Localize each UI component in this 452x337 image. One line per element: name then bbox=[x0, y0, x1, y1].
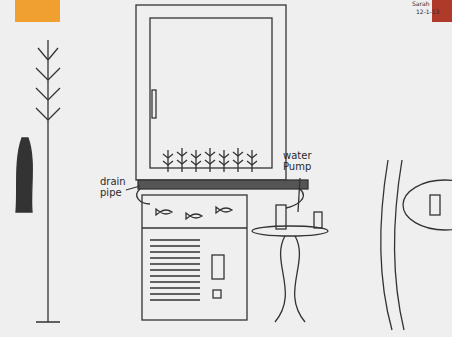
plant-row bbox=[163, 148, 257, 172]
cup bbox=[314, 212, 322, 228]
table-legs bbox=[275, 236, 305, 322]
drain-pipe bbox=[138, 180, 308, 189]
header-band bbox=[15, 0, 60, 22]
rack-branches bbox=[36, 48, 60, 120]
signature: Sarah bbox=[412, 1, 448, 8]
signature-date: 12-1-13 bbox=[416, 9, 452, 16]
callout-label: drain pipe bbox=[100, 176, 130, 198]
ink-lines bbox=[16, 5, 452, 330]
fish-tank bbox=[142, 195, 247, 320]
fish bbox=[156, 207, 232, 219]
plant-leaves bbox=[163, 152, 257, 165]
coat-rack bbox=[36, 40, 60, 322]
control-panel bbox=[212, 255, 224, 279]
hanging-coat bbox=[16, 138, 32, 212]
window-handle bbox=[152, 90, 156, 118]
window-pane bbox=[150, 18, 272, 168]
leader-line bbox=[298, 178, 300, 212]
table-top bbox=[252, 226, 328, 236]
plant-stems bbox=[168, 148, 252, 172]
vent-grille bbox=[150, 240, 200, 300]
leader-line bbox=[126, 186, 140, 190]
control-button bbox=[213, 290, 221, 298]
table-card bbox=[430, 195, 440, 215]
tank-divider bbox=[142, 227, 247, 228]
side-table bbox=[403, 180, 452, 230]
callout-label: water Pump bbox=[283, 150, 319, 172]
chair bbox=[381, 160, 404, 330]
window-cabinet bbox=[136, 5, 286, 180]
